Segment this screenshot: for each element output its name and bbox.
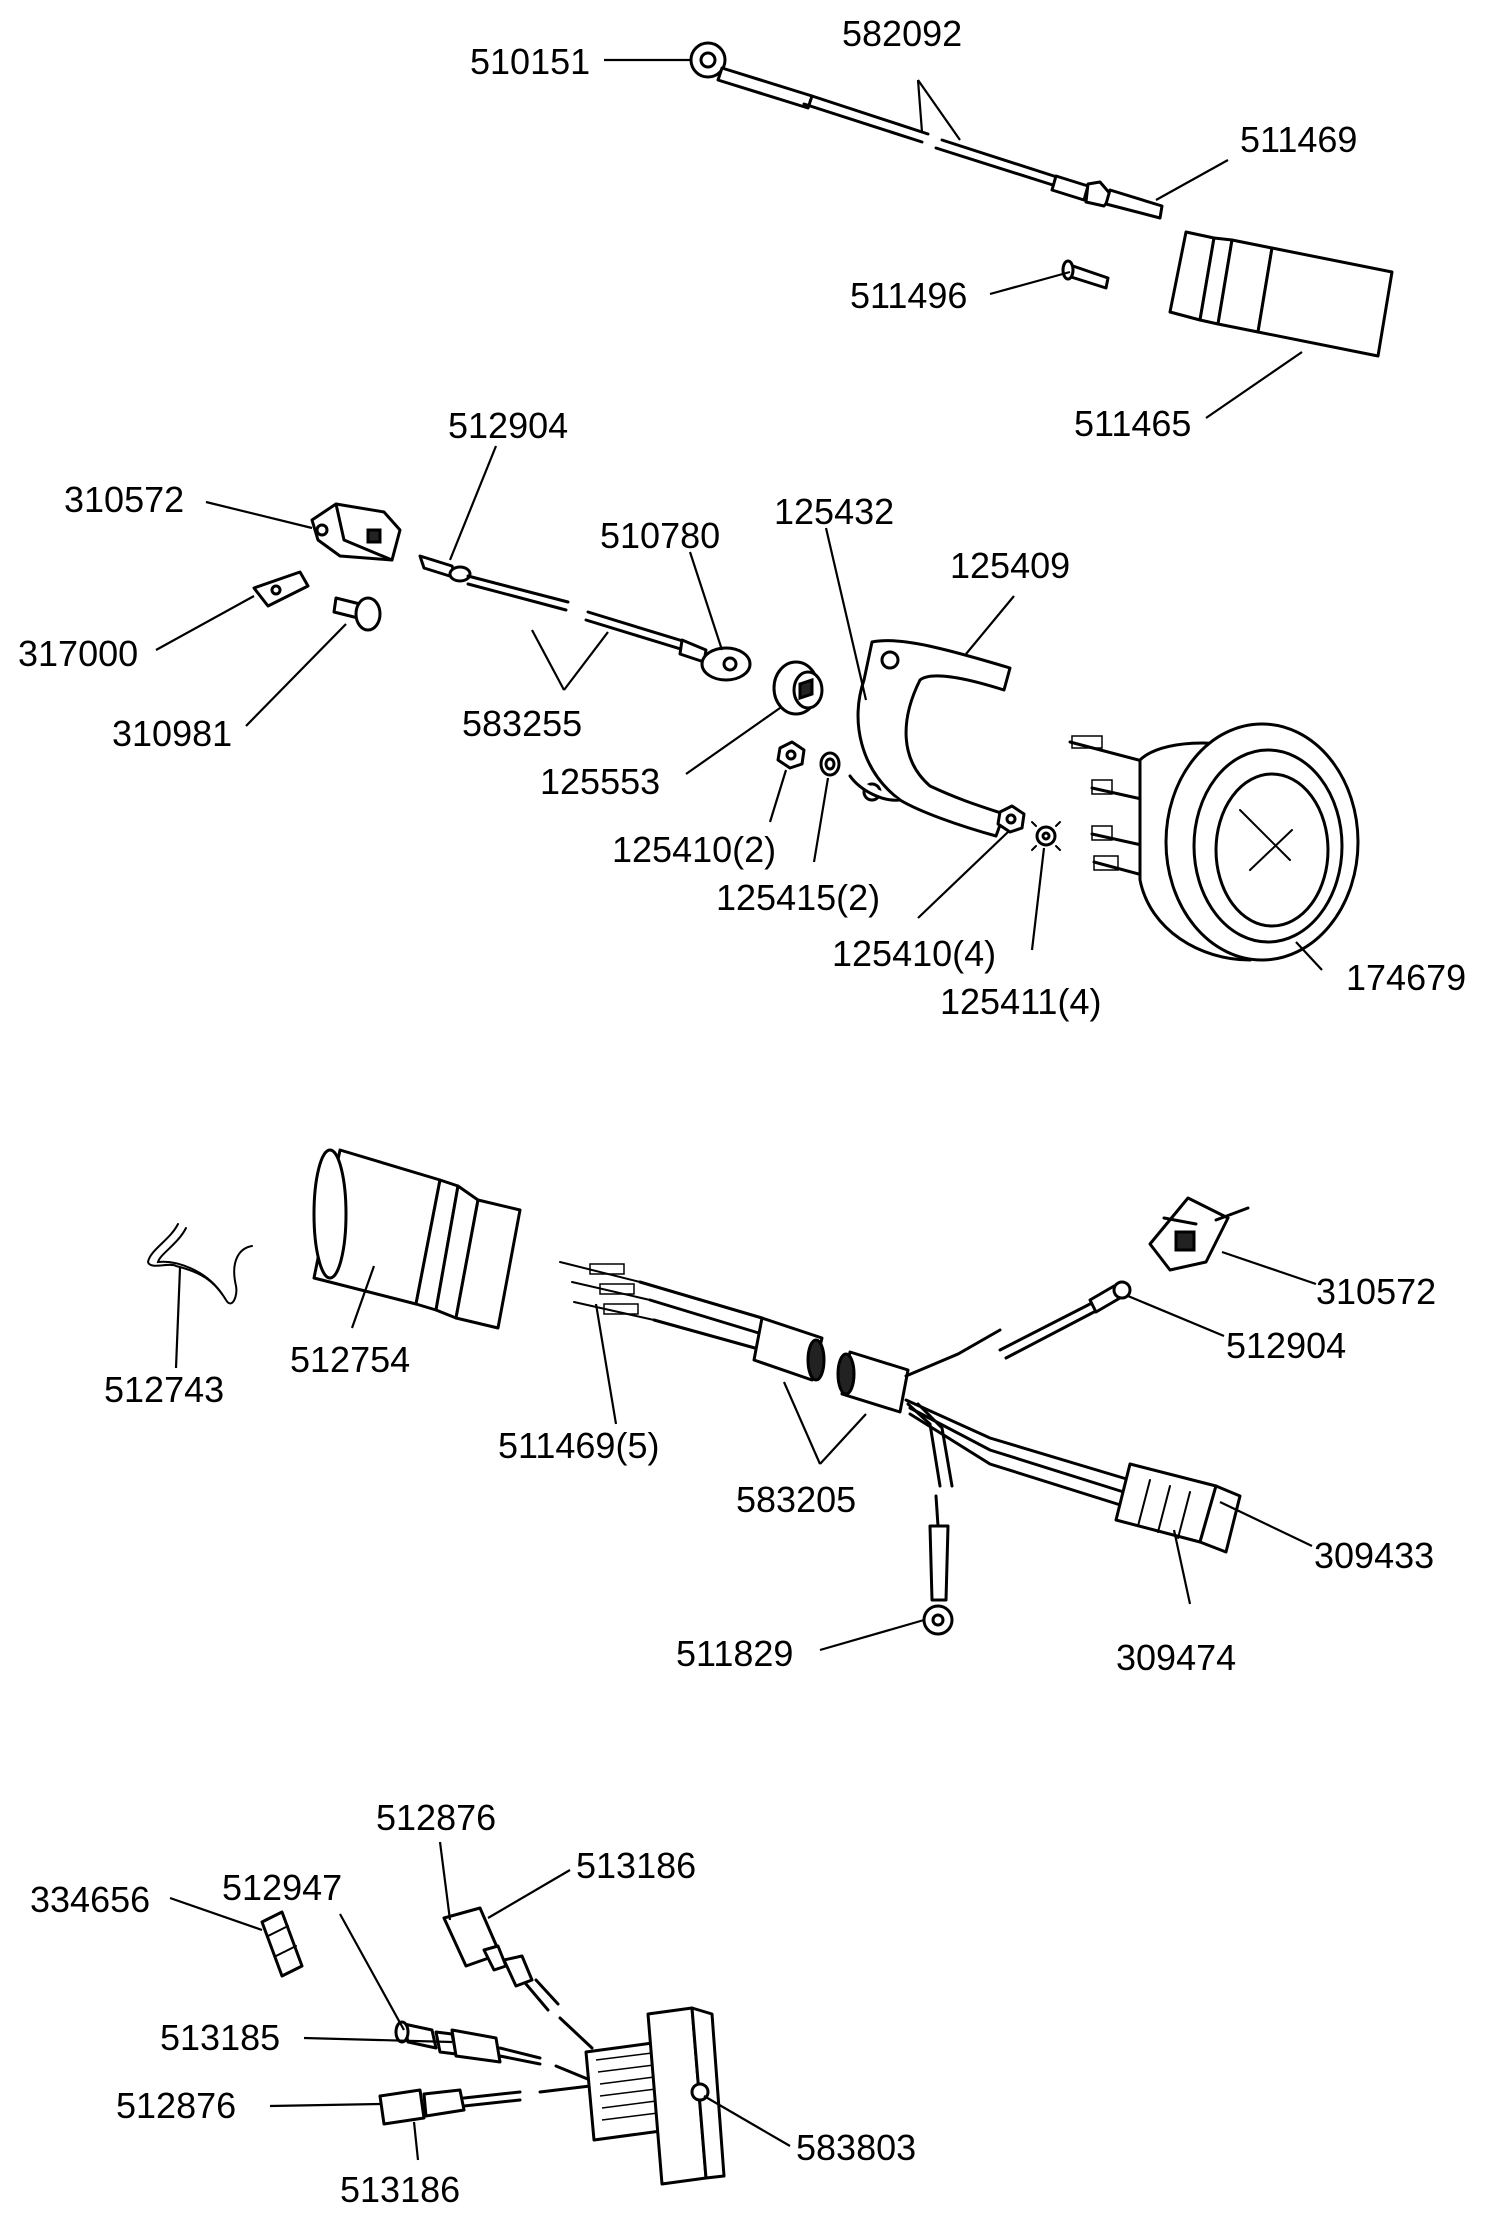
fuse-334656	[260, 1910, 304, 1978]
terminals-511469-5	[559, 1261, 764, 1352]
label-125432: 125432	[774, 491, 894, 532]
label-512743: 512743	[104, 1369, 224, 1410]
label-512876-lower: 512876	[116, 2085, 236, 2126]
wire-582092	[802, 94, 1062, 188]
label-513185: 513185	[160, 2017, 280, 2058]
label-334656: 334656	[30, 1879, 150, 1920]
label-583255: 583255	[462, 703, 582, 744]
label-511469-5: 511469(5)	[498, 1425, 659, 1466]
harness-assembly	[146, 1148, 1317, 1652]
gauge-assembly	[155, 445, 1360, 971]
screw-310981	[332, 596, 382, 632]
label-125410-2: 125410(2)	[612, 829, 776, 870]
terminal-512904-harness	[1088, 1280, 1132, 1314]
boot-512754	[312, 1148, 522, 1330]
label-513186-upper: 513186	[576, 1845, 696, 1886]
ring-terminal-511829	[922, 1494, 954, 1636]
label-511496: 511496	[850, 275, 967, 316]
connector-309433	[1114, 1462, 1242, 1554]
terminal-512904	[418, 554, 472, 583]
label-510151: 510151	[470, 41, 590, 82]
switch-583803	[584, 2006, 726, 2186]
label-512904: 512904	[448, 405, 568, 446]
label-125415-2: 125415(2)	[716, 877, 880, 918]
nut-125410-4	[996, 804, 1026, 834]
label-512904-harness: 512904	[1226, 1325, 1346, 1366]
spring-clip-512743	[146, 1223, 253, 1305]
clip-317000	[252, 570, 310, 608]
label-583803: 583803	[796, 2127, 916, 2168]
label-512754: 512754	[290, 1339, 410, 1380]
part-labels: 510151 582092 511469 511496 511465 51290…	[18, 13, 1466, 2210]
ring-terminal-510151	[689, 41, 814, 110]
label-309433: 309433	[1314, 1535, 1434, 1576]
ring-terminal-510780	[678, 638, 752, 682]
washer-125415-2	[819, 751, 841, 777]
connector-housing-511465	[1168, 230, 1394, 358]
terminal-511469	[1050, 174, 1164, 220]
label-582092: 582092	[842, 13, 962, 54]
label-317000: 317000	[18, 633, 138, 674]
label-511465: 511465	[1074, 403, 1191, 444]
label-125411-4: 125411(4)	[940, 981, 1101, 1022]
label-510780: 510780	[600, 515, 720, 556]
gauge-174679	[1068, 722, 1360, 962]
wire-583255	[466, 574, 688, 652]
bracket-125409	[848, 639, 1012, 838]
label-511829: 511829	[676, 1633, 793, 1674]
label-583205: 583205	[736, 1479, 856, 1520]
lockwasher-125411-4	[1031, 821, 1061, 851]
fuse-holder-513185	[450, 2028, 592, 2082]
connector-310572	[310, 502, 402, 562]
socket-125553	[772, 660, 824, 716]
label-513186-lower: 513186	[340, 2169, 460, 2210]
label-309474: 309474	[1116, 1637, 1236, 1678]
label-174679: 174679	[1346, 957, 1466, 998]
label-310572-harness: 310572	[1316, 1271, 1436, 1312]
label-125410-4: 125410(4)	[832, 933, 996, 974]
top-assembly	[604, 41, 1394, 419]
label-310981: 310981	[112, 713, 232, 754]
nut-125410-2	[776, 740, 806, 770]
fuse-holder-513186-upper	[442, 1906, 594, 2050]
label-512947: 512947	[222, 1867, 342, 1908]
connector-310572-harness	[1148, 1196, 1250, 1272]
terminal-512876-lower	[378, 2084, 592, 2126]
label-512876-upper: 512876	[376, 1797, 496, 1838]
terminal-512947	[394, 2020, 458, 2056]
label-511469: 511469	[1240, 119, 1357, 160]
label-310572: 310572	[64, 479, 184, 520]
sleeve-583205	[752, 1316, 910, 1414]
label-125409: 125409	[950, 545, 1070, 586]
label-125553: 125553	[540, 761, 660, 802]
pin-511496	[1061, 259, 1110, 290]
switch-assembly	[169, 1841, 791, 2186]
